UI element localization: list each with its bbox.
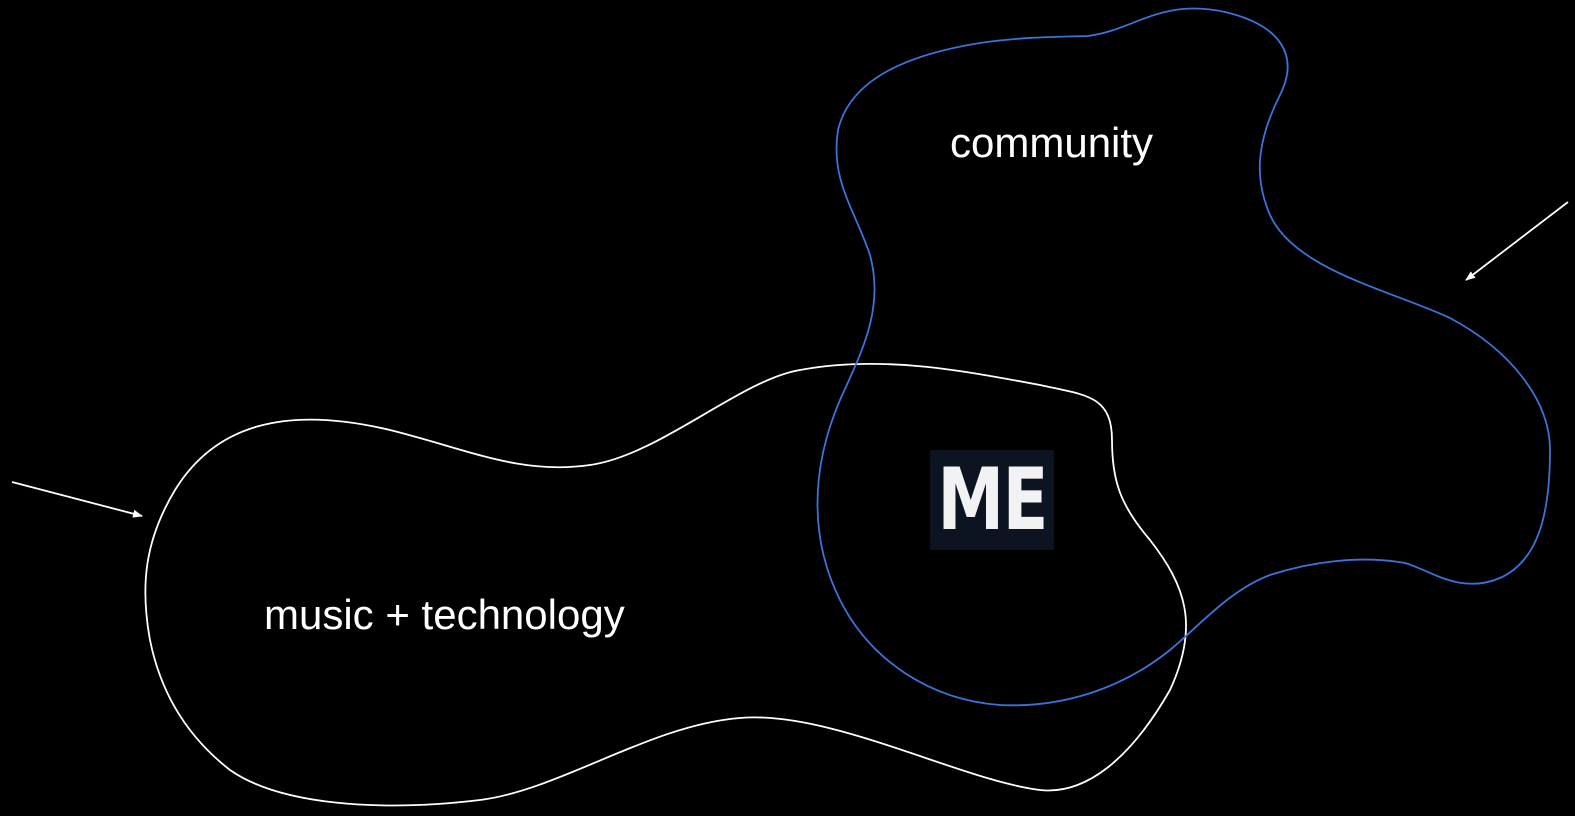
me-logo-text: ME <box>937 450 1048 550</box>
community-label: community <box>950 119 1154 166</box>
me-logo-badge: ME <box>930 450 1054 550</box>
right-arrow <box>1465 201 1569 281</box>
community-region-outline <box>816 7 1551 707</box>
left-arrow <box>11 481 143 518</box>
music-technology-label: music + technology <box>264 591 625 638</box>
music-technology-region-outline <box>144 362 1187 807</box>
